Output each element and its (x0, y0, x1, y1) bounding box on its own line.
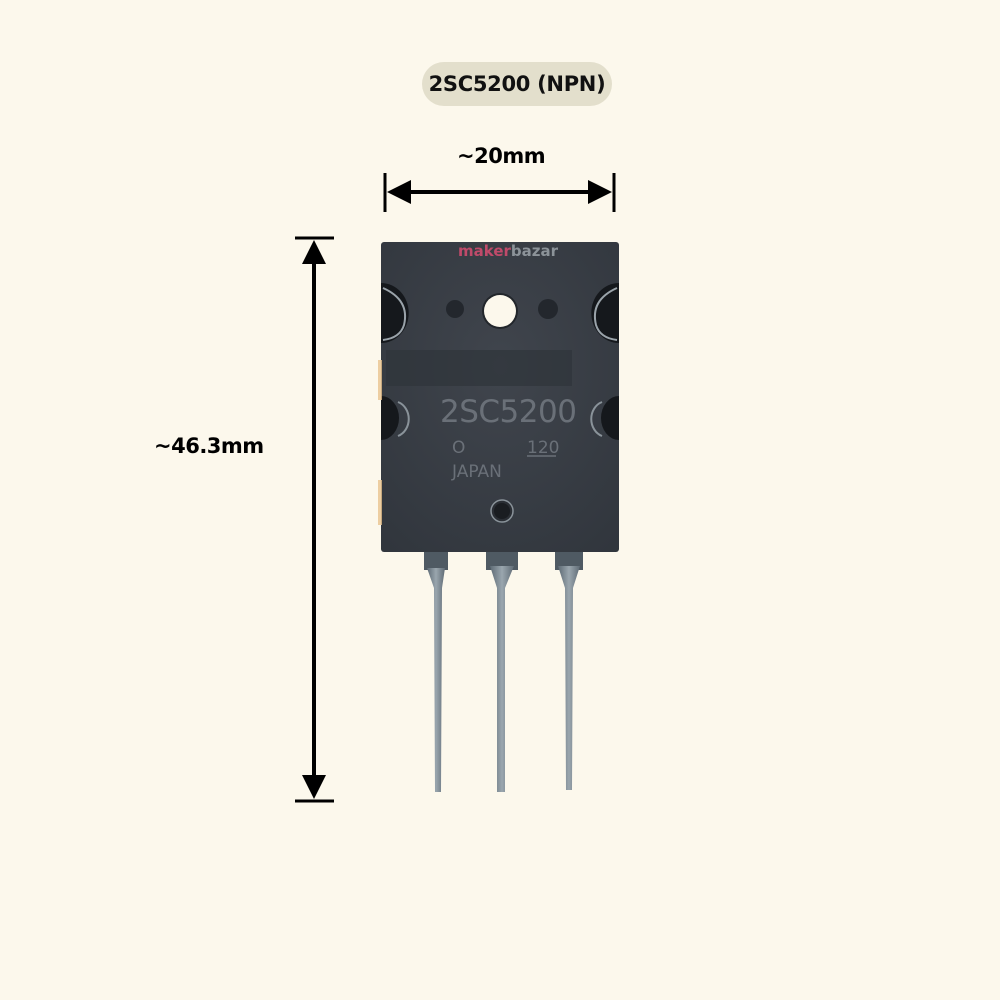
component-title: 2SC5200 (NPN) (428, 72, 606, 96)
lead-base (424, 548, 448, 792)
width-dimension-arrow (383, 173, 616, 212)
height-dimension-arrow (295, 236, 334, 803)
width-dimension-label: ~20mm (457, 144, 546, 168)
component-title-badge: 2SC5200 (NPN) (422, 62, 612, 106)
left-mount-notch-mid (381, 396, 399, 440)
origin-marking: JAPAN (451, 462, 502, 482)
lot-code-marking: 120 (527, 438, 559, 458)
part-number-marking: 2SC5200 (440, 394, 576, 430)
lead-collector (486, 548, 518, 792)
height-dimension-label: ~46.3mm (154, 434, 264, 458)
transistor-body (378, 242, 619, 552)
center-mounting-hole (484, 295, 516, 327)
transistor-leads (424, 548, 583, 792)
right-mount-notch-mid (601, 396, 619, 440)
lead-emitter (555, 548, 583, 790)
rank-marking: O (452, 438, 465, 458)
watermark-logo: makerbazar (458, 242, 559, 260)
